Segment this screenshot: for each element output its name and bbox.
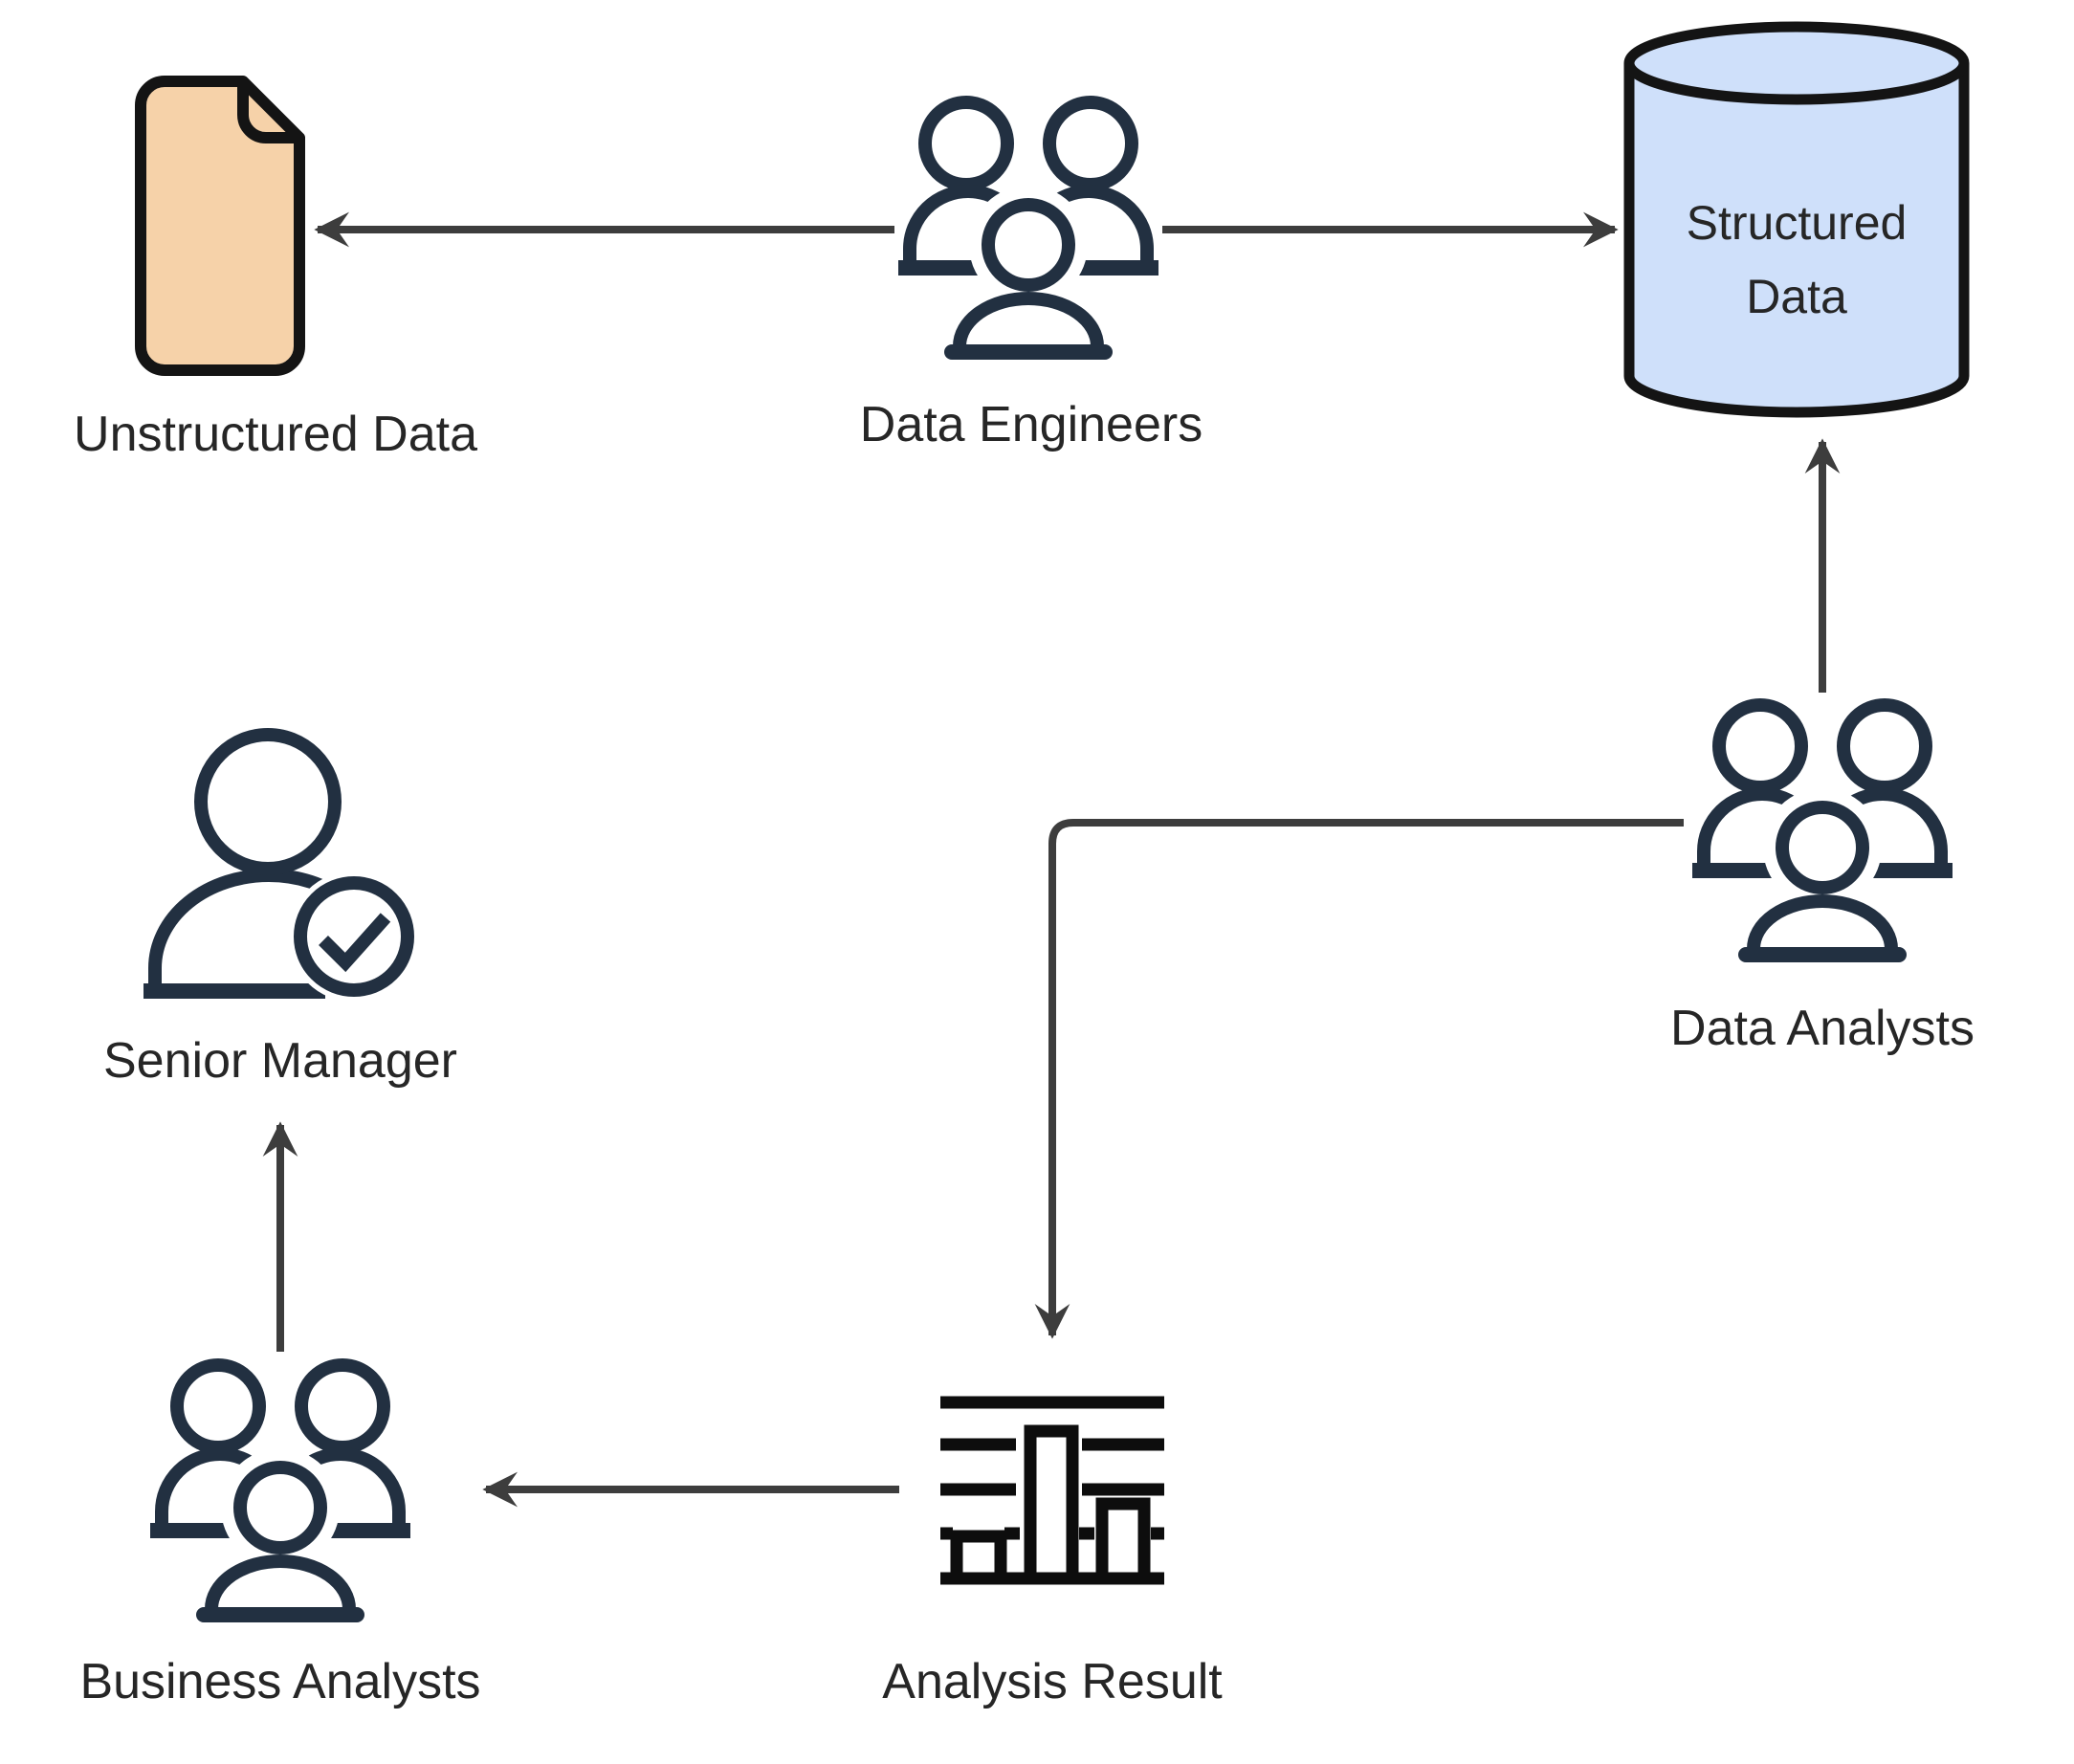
- node-business-analysts: Business Analysts: [79, 1365, 481, 1709]
- check-circle: [294, 876, 414, 997]
- node-structured-data: Structured Data: [1623, 21, 1970, 418]
- person-check-icon: [143, 728, 420, 1003]
- check-mark: [319, 913, 391, 973]
- node-analysis-result: Analysis Result: [882, 1396, 1223, 1709]
- bar-chart-icon: [940, 1396, 1164, 1585]
- unstructured-data-label: Unstructured Data: [74, 407, 477, 462]
- node-data-analysts: Data Analysts: [1670, 705, 1975, 1056]
- database-cylinder-icon: [1623, 21, 1970, 418]
- data-analysts-label: Data Analysts: [1670, 1001, 1975, 1056]
- data-engineers-label: Data Engineers: [860, 397, 1202, 452]
- people-group-icon: [1692, 705, 1953, 959]
- analysis-result-label: Analysis Result: [882, 1654, 1223, 1709]
- edge-data-analysts-to-analysis-result: [1034, 819, 1684, 1339]
- structured-data-label-line1: Structured: [1687, 196, 1908, 250]
- senior-manager-label: Senior Manager: [103, 1033, 457, 1089]
- structured-data-label-line2: Data: [1746, 270, 1847, 323]
- node-senior-manager: Senior Manager: [103, 728, 457, 1089]
- business-analysts-label: Business Analysts: [79, 1654, 480, 1709]
- people-group-icon: [898, 102, 1158, 356]
- node-data-engineers: Data Engineers: [860, 102, 1202, 452]
- node-unstructured-data: Unstructured Data: [74, 76, 477, 462]
- document-icon: [135, 76, 305, 376]
- people-group-icon: [150, 1365, 410, 1619]
